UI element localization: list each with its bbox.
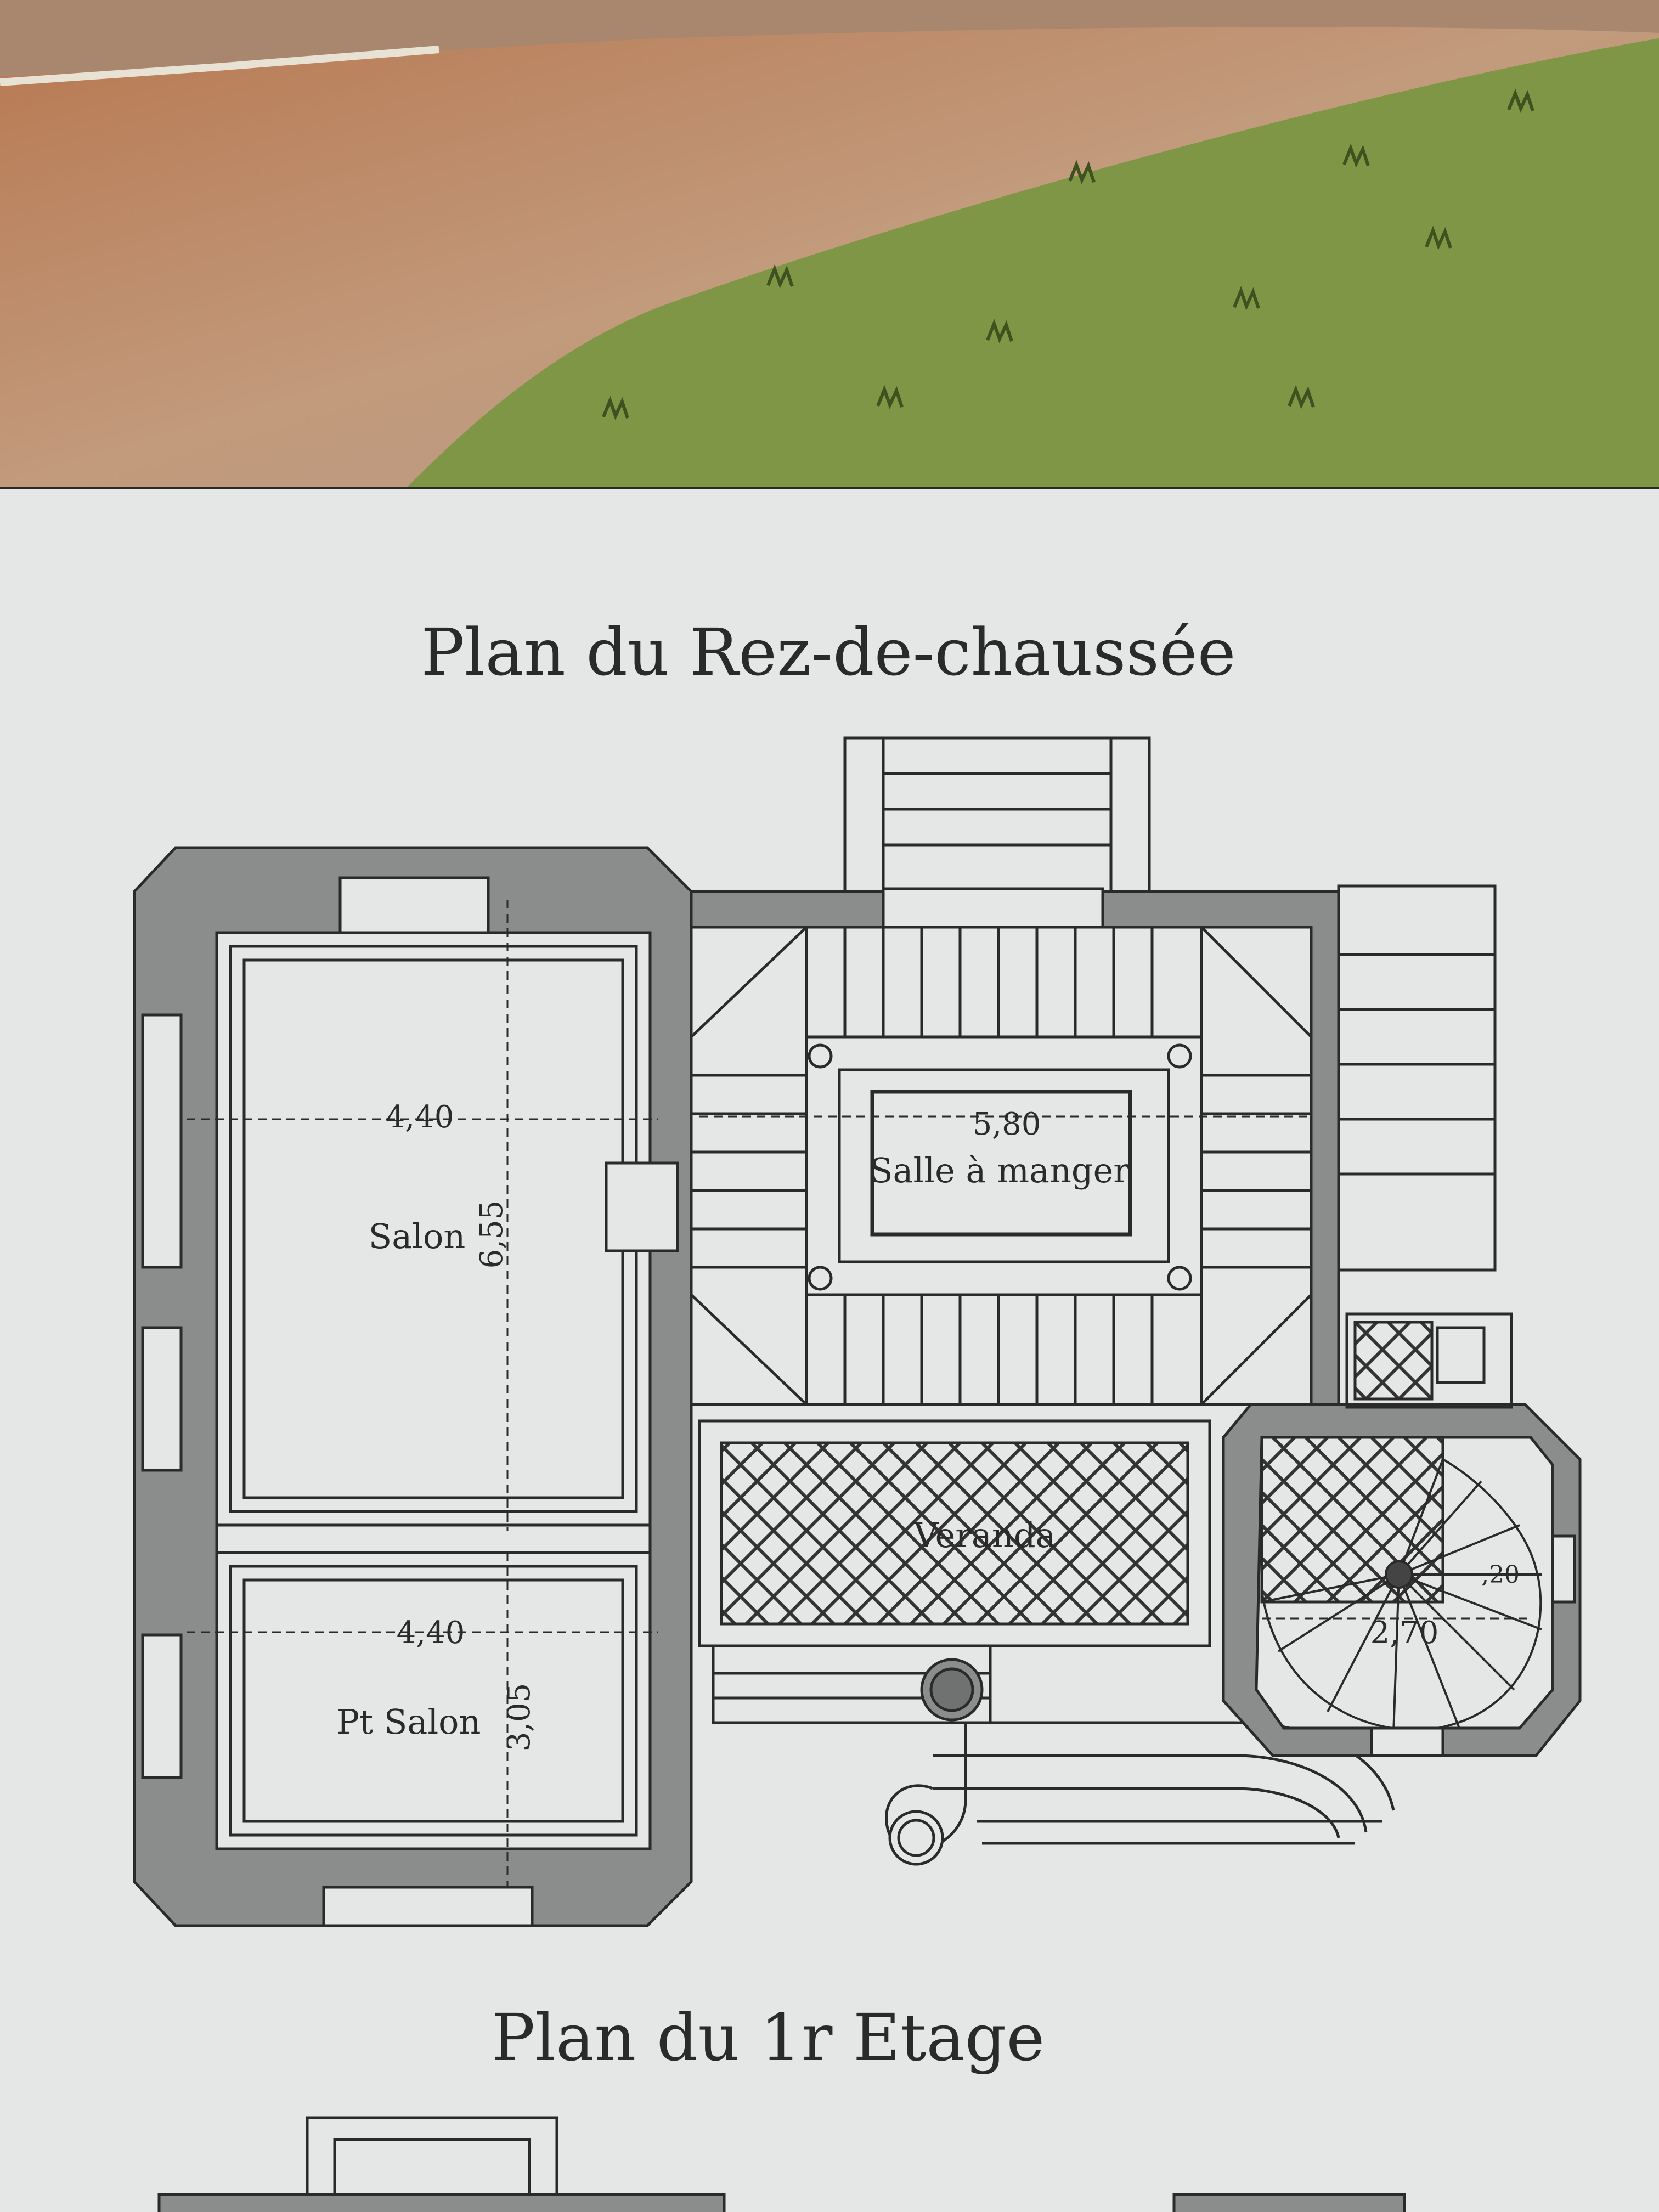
- stair-tower-walls: [1222, 1403, 1582, 1757]
- dim-salle-width: 5,80: [973, 1107, 1041, 1142]
- entrance-steps: [843, 736, 1151, 893]
- label-petit-salon: Pt Salon: [337, 1702, 481, 1742]
- dim-salon-width: 4,40: [386, 1099, 454, 1135]
- dim-salon-depth: 6,55: [474, 1200, 510, 1269]
- dim-stair-step: ,20: [1481, 1561, 1520, 1589]
- side-steps: [1337, 884, 1497, 1272]
- dimension-lines: [187, 900, 1536, 1887]
- label-veranda: Veranda: [913, 1515, 1056, 1555]
- dim-stair-width: 2,70: [1370, 1615, 1439, 1651]
- first-floor-plan-partial: [157, 2116, 1406, 2212]
- ground-floor-plan: [133, 736, 1582, 1927]
- label-salle-a-manger: Salle à manger: [870, 1150, 1130, 1190]
- spiral-stair: [1261, 1458, 1542, 1734]
- floor-boards: [690, 926, 1312, 1406]
- dim-petit-salon-width: 4,40: [397, 1615, 465, 1651]
- label-salon: Salon: [369, 1216, 466, 1256]
- plan-title: Plan du Rez-de-chaussée: [421, 614, 1235, 690]
- first-floor-title: Plan du 1r Etage: [492, 2000, 1045, 2075]
- veranda: [698, 1419, 1211, 1724]
- dim-petit-salon-depth: 3,05: [501, 1683, 537, 1752]
- landscape-illustration: [0, 0, 1659, 489]
